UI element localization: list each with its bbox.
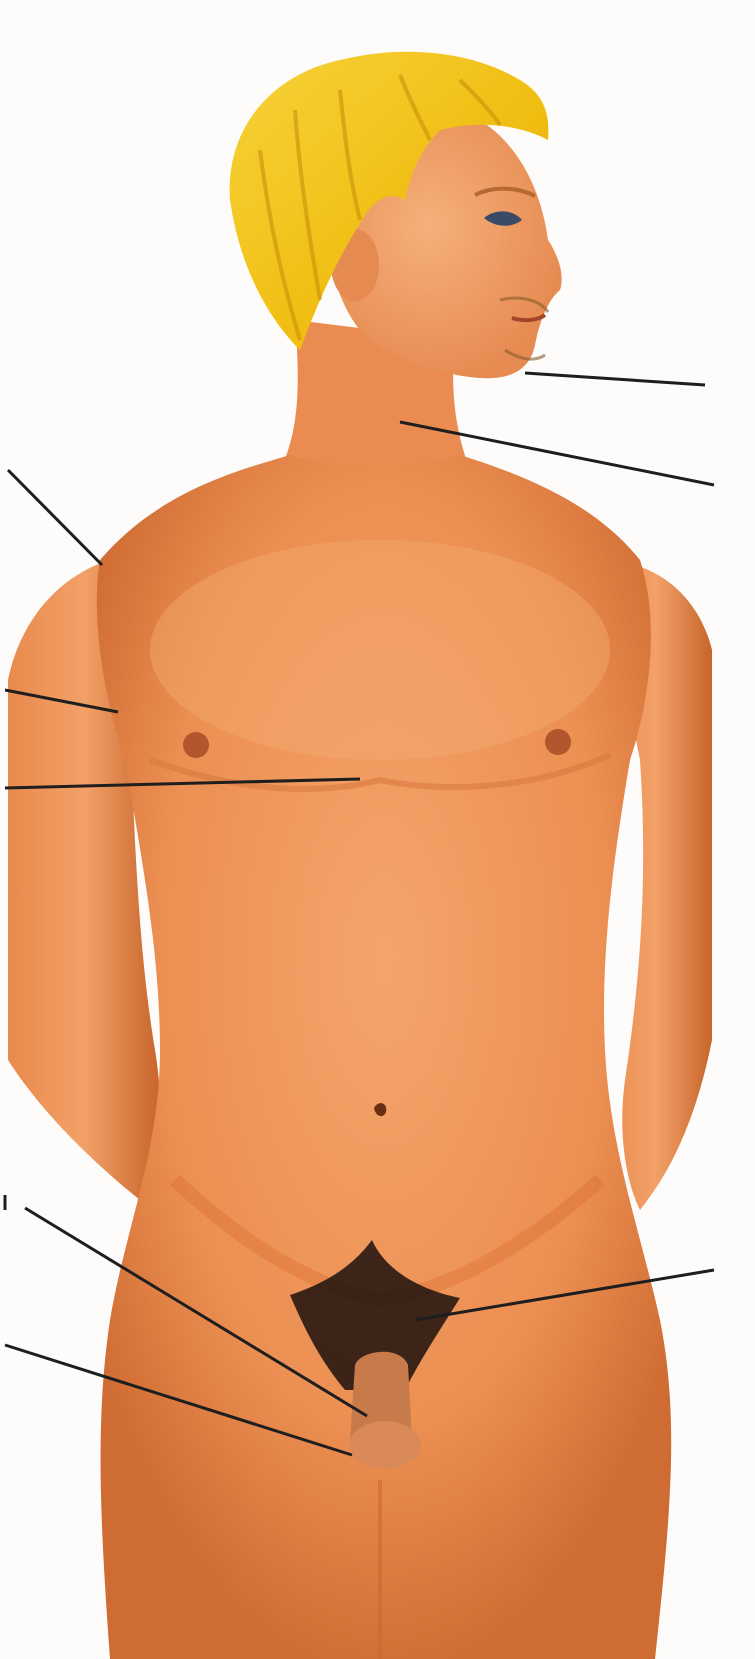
right-nipple <box>545 729 571 755</box>
chest-highlight <box>150 540 610 760</box>
glans <box>349 1421 421 1469</box>
left-nipple <box>183 732 209 758</box>
